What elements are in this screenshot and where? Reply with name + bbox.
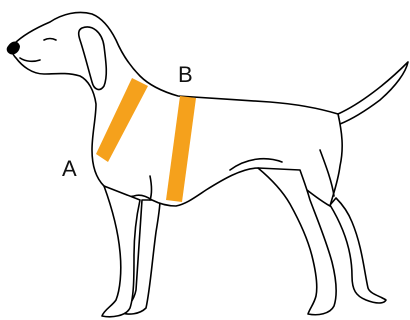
far-front-leg xyxy=(119,199,161,315)
dog-nose xyxy=(6,41,20,55)
dog-ear xyxy=(77,26,108,91)
near-hind-leg xyxy=(257,167,337,316)
elbow-line xyxy=(149,175,153,201)
far-hind-leg xyxy=(329,197,387,304)
label-a: A xyxy=(62,156,77,181)
dog-mouth xyxy=(19,57,41,63)
harness xyxy=(96,78,196,202)
strap-a xyxy=(96,78,148,162)
strap-b xyxy=(166,96,196,202)
far-legs xyxy=(119,197,387,315)
dog-eye xyxy=(43,37,57,41)
label-b: B xyxy=(178,62,193,87)
near-front-leg xyxy=(101,185,141,318)
dog-tail xyxy=(337,61,409,125)
flank-line xyxy=(229,157,283,171)
hock-line xyxy=(319,149,335,197)
